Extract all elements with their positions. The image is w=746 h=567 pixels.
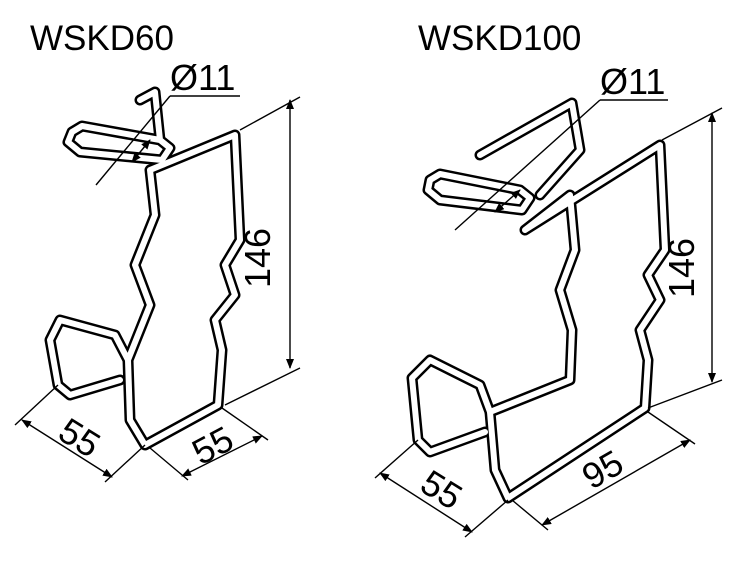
wskd100-wire-clip <box>406 97 671 504</box>
wskd60-depth-dimension: 55 <box>14 384 146 483</box>
wskd100-depth-label: 55 <box>414 461 470 517</box>
wskd60-figure: WSKD60 Ø11 146 55 <box>14 19 301 483</box>
wskd60-width-dimension: 55 <box>149 407 269 481</box>
wskd100-depth-dimension: 55 <box>374 439 509 538</box>
wskd60-hole-label: Ø11 <box>170 57 235 98</box>
wskd60-width-label: 55 <box>185 418 240 473</box>
wskd60-wire-clip <box>44 86 246 451</box>
wskd100-hole-dimension: Ø11 <box>454 61 668 231</box>
wskd60-title: WSKD60 <box>30 19 174 58</box>
wskd100-figure: WSKD100 Ø11 146 55 <box>374 19 723 538</box>
wskd100-height-label: 146 <box>661 238 702 298</box>
wskd100-hole-label: Ø11 <box>600 61 665 102</box>
wskd60-depth-label: 55 <box>52 409 108 465</box>
wskd100-height-dimension: 146 <box>647 107 723 409</box>
wskd100-title: WSKD100 <box>418 19 581 58</box>
wskd60-height-label: 146 <box>237 228 278 288</box>
wskd60-hole-dimension: Ø11 <box>95 57 240 186</box>
wskd60-height-dimension: 146 <box>224 96 301 406</box>
